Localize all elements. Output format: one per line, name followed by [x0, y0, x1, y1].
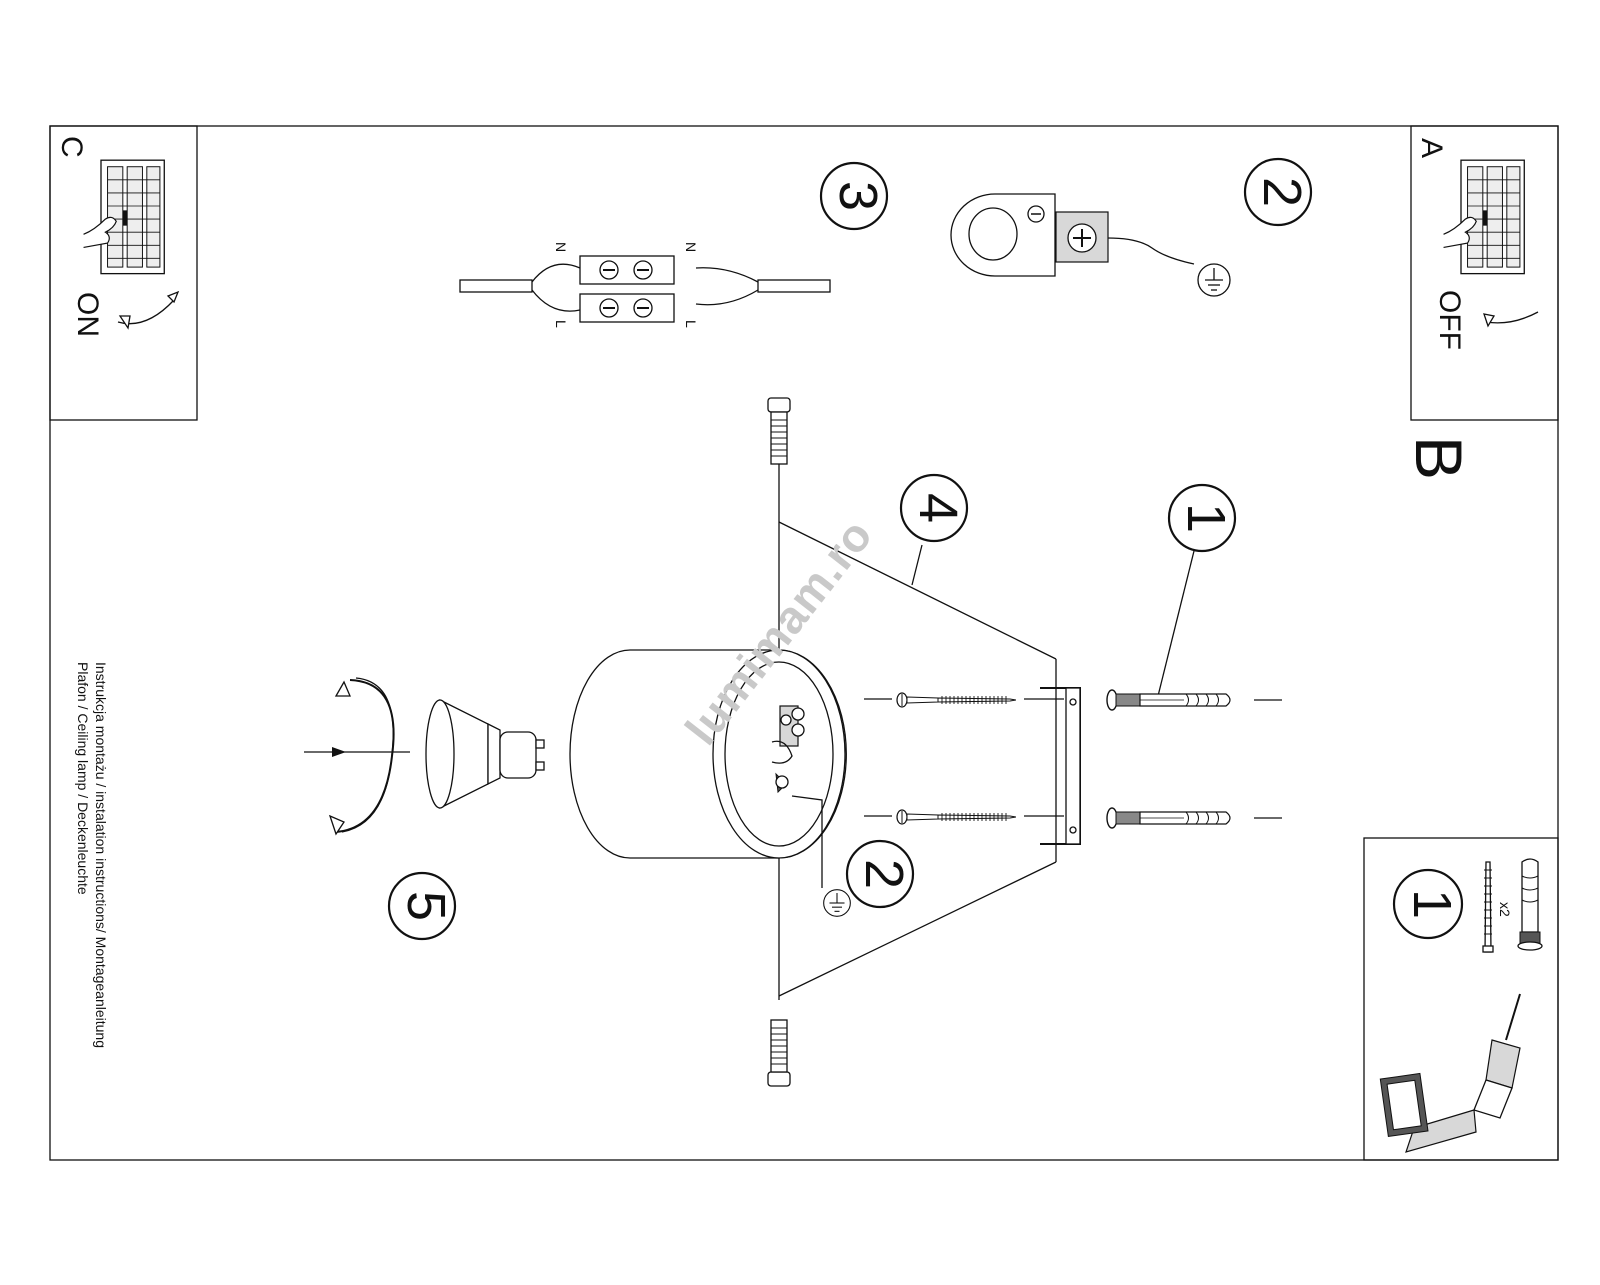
wood-screw-icon [896, 809, 1016, 825]
outer-frame [49, 125, 1559, 1161]
terminal-screw-icon [599, 260, 653, 318]
panel-a-frame [1410, 125, 1559, 421]
callout-number: 2 [1252, 177, 1312, 207]
lamp-body [569, 649, 851, 917]
step-4-bracket: 4 [778, 473, 1081, 997]
label-l-right: L [683, 320, 699, 328]
panel-a-state-label: OFF [1433, 290, 1466, 350]
callout-circle [1243, 157, 1313, 227]
screw-icon [1482, 861, 1494, 953]
drill-icon [1379, 993, 1521, 1153]
label-l-left: L [553, 320, 569, 328]
wall-plug-icon [1517, 858, 1543, 951]
terminal-block-l [579, 293, 675, 323]
panel-c-letter: C [55, 136, 88, 158]
panel-c-state-label: ON [71, 292, 104, 337]
mounting-bracket [1065, 687, 1081, 845]
panel-a-letter: A [1415, 138, 1448, 158]
step-2-ground: 2 [950, 157, 1313, 297]
mount-screw-top [767, 397, 791, 486]
panel-b-letter: B [1402, 436, 1476, 480]
label-n-left: N [553, 242, 569, 252]
callout-number: 2 [854, 859, 914, 889]
mount-screw-bottom [767, 1019, 791, 1087]
callout-circle [845, 839, 915, 909]
terminal-block-n [579, 255, 675, 285]
arrow-head-icon [118, 290, 180, 330]
callout-circle [387, 871, 457, 941]
parts-panel-frame [1363, 837, 1559, 1161]
cable-left [459, 279, 533, 293]
arrow-head-icon [1483, 313, 1496, 328]
terminal-inside-icon [771, 705, 805, 794]
ground-symbol-icon [1197, 263, 1231, 297]
ground-symbol-icon [823, 889, 851, 917]
cable-right [757, 279, 831, 293]
rotation-arrow-icon [117, 299, 175, 325]
wall-plug-icon [1106, 807, 1231, 829]
switch-box-icon [1442, 159, 1526, 275]
callout-circle [1167, 483, 1237, 553]
wire-left [531, 263, 581, 312]
panel-c-frame [49, 125, 198, 421]
wire-right [695, 267, 759, 306]
gu10-bulb-icon [425, 699, 545, 809]
callout-number: 5 [396, 891, 456, 921]
step-1-fixings: 1 [864, 483, 1282, 829]
wood-screw-icon [896, 692, 1016, 708]
callout-number: 1 [1402, 889, 1462, 919]
quantity-label: x2 [1497, 902, 1513, 917]
callout-number: 4 [908, 493, 968, 523]
callout-circle [819, 161, 889, 231]
callout-number: 1 [1176, 503, 1236, 533]
label-n-right: N [683, 242, 699, 252]
caption-line-2: Plafon / Ceiling lamp / Deckenleuchte [75, 662, 91, 895]
callout-circle [1392, 868, 1464, 940]
rotate-arrow-icon [328, 814, 345, 836]
callout-number: 3 [828, 181, 888, 211]
wall-plug-icon [1106, 689, 1231, 711]
retaining-ring [335, 679, 395, 833]
arrow-head-icon [332, 747, 346, 757]
caption-line-1: Instrukcja montażu / instalation instruc… [93, 662, 109, 1048]
callout-circle [899, 473, 969, 543]
step-3-wiring: 3 N N L L [459, 161, 889, 328]
switch-box-icon [82, 159, 166, 275]
panel-c: C ON [49, 125, 198, 421]
rotate-arrow-icon [334, 680, 351, 697]
parts-panel: 1 x2 [1363, 837, 1559, 1161]
step-5-bulb: 5 [304, 677, 545, 941]
panel-a: A OFF [1410, 125, 1559, 421]
